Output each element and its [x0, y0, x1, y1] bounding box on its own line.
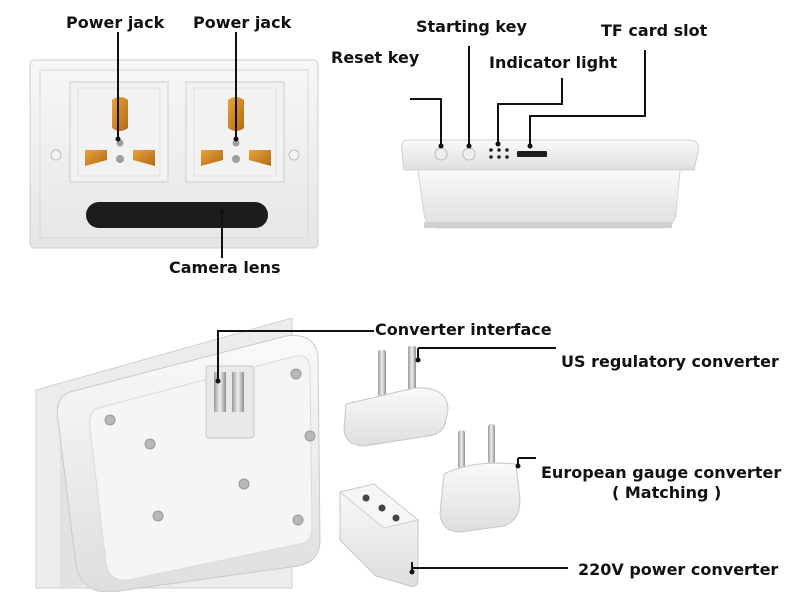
- us-regulatory-converter-image: [343, 346, 449, 447]
- indicator-lights: [489, 148, 509, 159]
- socket-side-view: [401, 139, 699, 229]
- tf-card-slot-opening: [517, 151, 547, 157]
- label-indicator-light: Indicator light: [489, 53, 618, 72]
- label-220v-power-converter: 220V power converter: [578, 560, 779, 579]
- converter-interface-pin-left: [214, 372, 226, 412]
- label-european-gauge-converter: European gauge converter: [541, 463, 782, 482]
- label-matching: ( Matching ): [612, 483, 722, 502]
- socket-front-view: [29, 59, 319, 249]
- power-converter-220v-image: [338, 483, 420, 587]
- starting-key-button: [462, 147, 476, 161]
- label-power-jack-left: Power jack: [66, 13, 165, 32]
- label-tf-card-slot: TF card slot: [601, 21, 708, 40]
- reset-key-button: [434, 147, 448, 161]
- back-screws: [104, 368, 316, 526]
- camera-lens-window: [86, 202, 268, 228]
- label-power-jack-right: Power jack: [193, 13, 292, 32]
- label-reset-key: Reset key: [331, 48, 420, 67]
- socket-back-view: [35, 317, 321, 592]
- label-starting-key: Starting key: [416, 17, 527, 36]
- leader-lines-front: [117, 32, 237, 258]
- converter-interface-pin-right: [232, 372, 244, 412]
- label-converter-interface: Converter interface: [375, 320, 552, 339]
- label-camera-lens: Camera lens: [169, 258, 281, 277]
- european-gauge-converter-image: [439, 424, 521, 533]
- leader-lines-bottom: [217, 330, 568, 572]
- leader-lines-side: [410, 46, 646, 146]
- label-us-regulatory-converter: US regulatory converter: [561, 352, 779, 371]
